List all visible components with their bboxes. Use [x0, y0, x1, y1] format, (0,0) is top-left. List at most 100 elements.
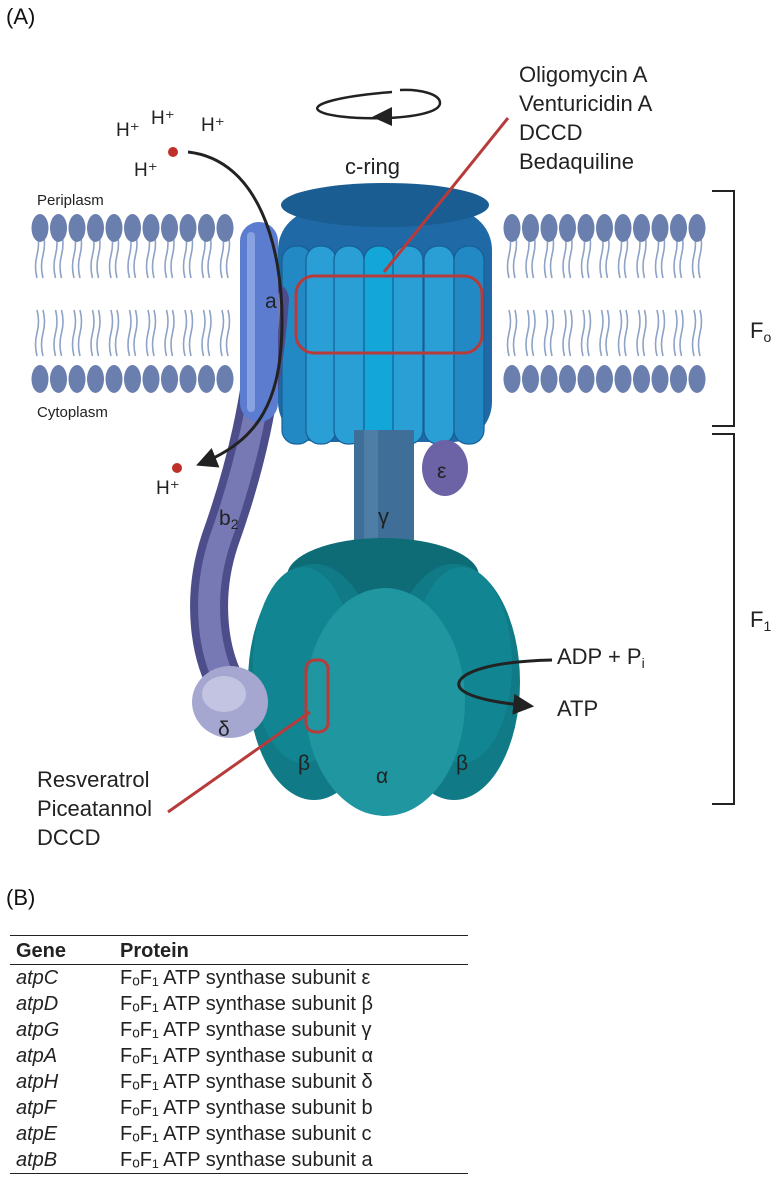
gene-cell: atpH: [16, 1071, 59, 1093]
protein-cell: FₒF₁ ATP synthase subunit c: [120, 1123, 372, 1145]
lipid-tail: [53, 309, 58, 357]
proton-dot-top: [168, 147, 178, 157]
panel-label-b: (B): [6, 885, 36, 910]
lipid-head: [596, 365, 613, 393]
lipid-head: [596, 214, 613, 242]
fo-bracket: [712, 190, 735, 427]
lipid-tail: [506, 309, 512, 357]
lipid-tail: [580, 309, 586, 357]
delta-label: δ: [218, 718, 230, 741]
membrane-left: [31, 214, 234, 393]
lipid-head: [522, 365, 539, 393]
lipid-tail: [549, 309, 555, 357]
beta-left-label: β: [298, 752, 310, 775]
b2-label: b2: [219, 507, 239, 532]
cytoplasm-label: Cytoplasm: [37, 404, 108, 421]
gamma-label: γ: [378, 504, 389, 529]
lipid-head: [216, 365, 234, 393]
proton-label-out: H⁺: [156, 478, 180, 499]
lipid-tail: [114, 309, 120, 357]
table-row: atpE FₒF₁ ATP synthase subunit c: [10, 1121, 468, 1147]
table-row: atpF FₒF₁ ATP synthase subunit b: [10, 1095, 468, 1121]
lipid-head: [651, 214, 669, 242]
protein-cell: FₒF₁ ATP synthase subunit a: [120, 1149, 373, 1171]
header-gene: Gene: [16, 940, 67, 962]
lipid-tail: [201, 309, 206, 357]
lipid-tail: [127, 309, 132, 357]
protein-cell: FₒF₁ ATP synthase subunit δ: [120, 1071, 373, 1093]
lipid-tail: [543, 309, 549, 357]
lipid-tail: [219, 309, 225, 357]
atp-synthase-diagram: Periplasm Cytoplasm c-ring ε γ β α β b2 …: [31, 62, 771, 850]
lipid-head: [577, 214, 595, 242]
svg-text:Venturicidin A: Venturicidin A: [519, 91, 653, 116]
panel-label-a: (A): [6, 4, 36, 29]
lipid-head: [179, 214, 197, 242]
f1-inhibitor-site: [304, 658, 330, 734]
lipid-head: [577, 365, 595, 393]
lipid-tail: [225, 309, 231, 357]
proton-label-3: H⁺: [201, 115, 225, 136]
lipid-tail: [96, 309, 101, 357]
protein-cell: FₒF₁ ATP synthase subunit b: [120, 1097, 373, 1119]
lipid-head: [651, 365, 669, 393]
lipid-head: [50, 365, 67, 393]
gene-cell: atpA: [16, 1045, 58, 1067]
lipid-tail: [617, 309, 623, 357]
gene-cell: atpF: [16, 1097, 57, 1119]
proton-label-1: H⁺: [116, 120, 140, 141]
protein-cell: FₒF₁ ATP synthase subunit ε: [120, 967, 371, 989]
rotation-arrow-icon: [315, 88, 442, 126]
fo-label: Fo: [750, 318, 771, 345]
c-ring-label: c-ring: [345, 154, 400, 179]
lipid-tail: [562, 309, 567, 357]
protein-cell: FₒF₁ ATP synthase subunit γ: [120, 1019, 372, 1041]
periplasm-label: Periplasm: [37, 192, 104, 209]
lipid-head: [161, 365, 178, 393]
lipid-head: [87, 365, 104, 393]
lipid-tail: [691, 309, 697, 357]
lipid-head: [633, 214, 650, 242]
lipid-tail: [77, 309, 83, 357]
lipid-head: [559, 365, 576, 393]
header-protein: Protein: [120, 940, 189, 962]
alpha-label: α: [376, 765, 388, 788]
reaction-arrow: [457, 658, 553, 715]
lipid-head: [124, 214, 141, 242]
f1-head: [248, 538, 520, 816]
lipid-head: [179, 365, 197, 393]
lipid-head: [540, 214, 558, 242]
lipid-tail: [679, 309, 684, 357]
fo-inhibitor-pointer: [382, 117, 510, 273]
lipid-head: [559, 214, 576, 242]
lipid-head: [68, 214, 86, 242]
lipid-head: [31, 365, 49, 393]
reaction-output: ATP: [557, 696, 598, 721]
lipid-tail: [568, 309, 573, 357]
lipid-tail: [151, 309, 157, 357]
lipid-head: [670, 214, 687, 242]
lipid-tail: [623, 309, 629, 357]
lipid-head: [198, 365, 215, 393]
lipid-head: [87, 214, 104, 242]
membrane-right: [503, 214, 706, 393]
lipid-head: [198, 214, 215, 242]
lipid-tail: [531, 309, 536, 357]
lipid-tail: [605, 309, 610, 357]
lipid-tail: [145, 309, 151, 357]
protein-cell: FₒF₁ ATP synthase subunit β: [120, 993, 373, 1015]
lipid-head: [124, 365, 141, 393]
lipid-head: [503, 365, 521, 393]
gene-cell: atpE: [16, 1123, 58, 1145]
lipid-tail: [654, 309, 660, 357]
lipid-head: [142, 365, 160, 393]
reaction-input: ADP + Pi: [557, 644, 645, 671]
svg-text:Resveratrol: Resveratrol: [37, 767, 149, 792]
f1-label: F1: [750, 607, 771, 634]
lipid-tail: [599, 309, 604, 357]
lipid-tail: [34, 309, 40, 357]
